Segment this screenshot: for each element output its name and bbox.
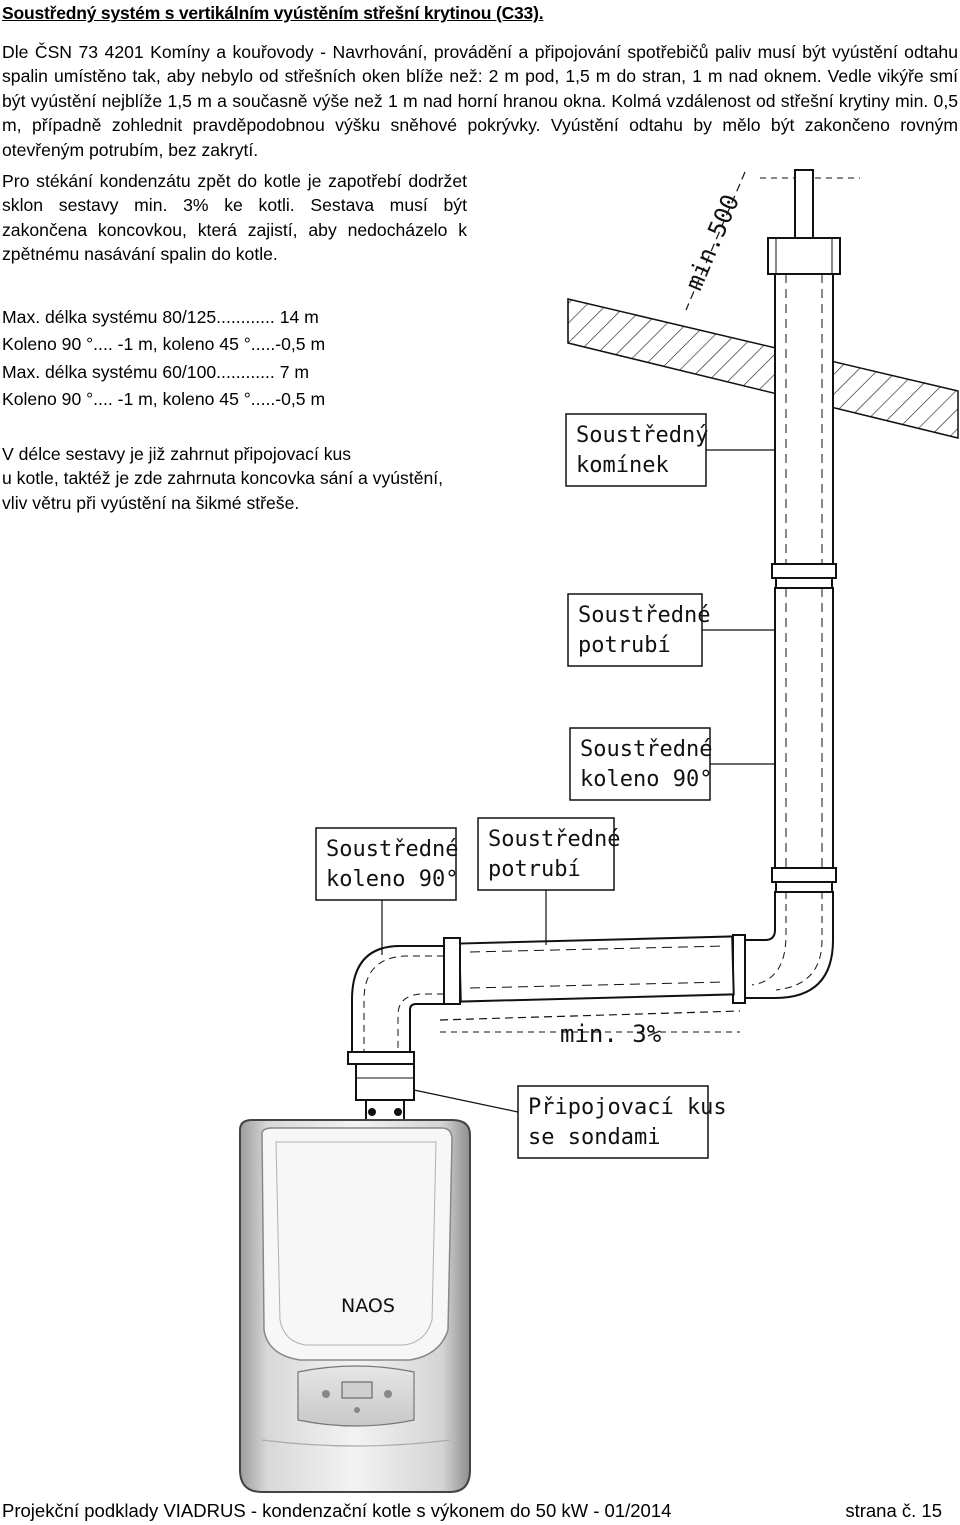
callout-left-elbow: Soustředné koleno 90° — [315, 827, 458, 955]
callout-vpipe-line2: potrubí — [578, 633, 671, 658]
slope-label: min. 3% — [560, 1020, 662, 1048]
callout-relbow-line1: Soustředné — [580, 737, 712, 762]
footer-document-title: Projekční podklady VIADRUS - kondenzační… — [2, 1500, 672, 1521]
footer-page-number: strana č. 15 — [845, 1500, 942, 1521]
callout-chimney: Soustředný komínek — [565, 413, 775, 487]
left-elbow — [347, 945, 445, 1065]
right-elbow — [732, 891, 834, 1004]
horizontal-pipe — [443, 935, 735, 1005]
connector-with-probes — [355, 1063, 415, 1125]
system-length-specs: Max. délka systému 80/125............ 14… — [2, 304, 467, 413]
callout-lelbow-line2: koleno 90° — [326, 867, 458, 892]
length-note: V délce sestavy je již zahrnut připojova… — [2, 442, 502, 515]
slope-dimension: min. 3% — [439, 1010, 741, 1048]
callout-chimney-line2: komínek — [576, 453, 669, 478]
callout-right-elbow: Soustředné koleno 90° — [569, 727, 775, 801]
callout-chimney-line1: Soustředný — [576, 423, 708, 448]
condensate-paragraph: Pro stékání kondenzátu zpět do kotle je … — [2, 171, 467, 265]
note-line: vliv větru při vyústění na šikmé střeše. — [2, 492, 300, 513]
callout-vertical-pipe: Soustředné potrubí — [567, 593, 775, 667]
boiler-brand: NAOS — [341, 1295, 395, 1317]
chimney-terminal — [767, 169, 841, 589]
note-line: u kotle, taktéž je zde zahrnuta koncovka… — [2, 468, 444, 489]
spec-line: Max. délka systému 60/100............ 7 … — [2, 362, 310, 382]
spec-line: Koleno 90 °.... -1 m, koleno 45 °.....-0… — [2, 389, 326, 409]
page-heading: Soustředný systém s vertikálním vyústění… — [2, 3, 544, 23]
callout-lelbow-line1: Soustředné — [326, 837, 458, 862]
boiler: NAOS — [239, 1119, 471, 1493]
note-line: V délce sestavy je již zahrnut připojova… — [2, 444, 352, 464]
callout-connector-line1: Připojovací kus — [528, 1095, 727, 1120]
callout-hpipe-line2: potrubí — [488, 857, 581, 882]
callout-connector: Připojovací kus se sondami — [413, 1085, 727, 1159]
spec-line: Max. délka systému 80/125............ 14… — [2, 307, 319, 327]
callout-horizontal-pipe: Soustředné potrubí — [477, 817, 620, 945]
callout-relbow-line2: koleno 90° — [580, 767, 712, 792]
vertical-pipe — [771, 587, 837, 893]
callout-vpipe-line1: Soustředné — [578, 603, 710, 628]
callout-hpipe-line1: Soustředné — [488, 827, 620, 852]
min500-label: min.500 — [680, 190, 745, 294]
intro-paragraph: Dle ČSN 73 4201 Komíny a kouřovody - Nav… — [2, 42, 958, 160]
callout-connector-line2: se sondami — [528, 1125, 660, 1150]
spec-line: Koleno 90 °.... -1 m, koleno 45 °.....-0… — [2, 334, 326, 354]
